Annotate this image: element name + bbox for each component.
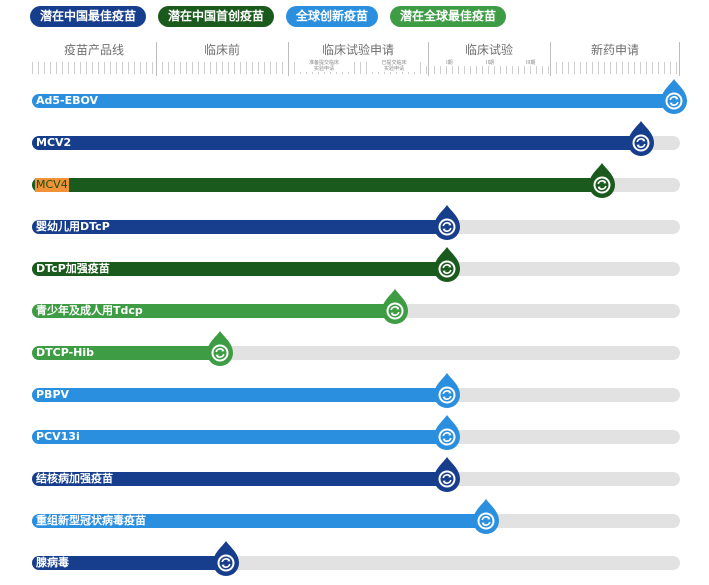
progress-fill <box>32 430 447 444</box>
progress-fill <box>32 556 226 570</box>
stage-substep: III期 <box>505 60 556 66</box>
stage-substep: 已提交临床 实验申请 <box>369 60 419 72</box>
stage-column: 临床试验申请准备提交临床 实验申请 已提交临床 实验申请 <box>288 42 428 76</box>
stage-divider <box>550 42 551 76</box>
stage-title: 临床试验 <box>464 43 513 57</box>
product-name: DTCP-Hib <box>36 346 94 359</box>
progress-fill <box>32 514 486 528</box>
stage-divider <box>288 42 289 76</box>
stage-column: 临床前 <box>156 42 288 76</box>
stage-divider <box>156 42 157 76</box>
progress-fill <box>32 262 447 276</box>
progress-fill <box>32 178 602 192</box>
product-name: PBPV <box>36 388 70 401</box>
pipeline-row: 婴幼儿用DTcP <box>32 205 680 240</box>
product-name: PCV13i <box>36 430 80 443</box>
product-name: MCV4 <box>35 178 69 192</box>
refresh-icon[interactable] <box>432 456 462 494</box>
progress-fill <box>32 346 220 360</box>
product-name: 青少年及成人用Tdcp <box>36 304 143 317</box>
stage-ticks <box>550 62 680 74</box>
refresh-icon[interactable] <box>587 162 617 200</box>
refresh-icon[interactable] <box>211 540 241 578</box>
legend-item: 潜在中国首创疫苗 <box>158 6 275 27</box>
stage-title: 疫苗产品线 <box>63 43 124 57</box>
pipeline-row: MCV2 <box>32 121 680 156</box>
progress-fill <box>32 136 641 150</box>
pipeline-row: MCV4 <box>32 163 680 198</box>
stage-column: 新药申请 <box>550 42 680 76</box>
pipeline-row: 青少年及成人用Tdcp <box>32 289 680 324</box>
refresh-icon[interactable] <box>432 414 462 452</box>
pipeline-row: DTCP-Hib <box>32 331 680 366</box>
pipeline-row: Ad5-EBOV <box>32 79 687 114</box>
stage-divider <box>428 42 429 76</box>
stage-title: 新药申请 <box>590 43 639 57</box>
product-name: 婴幼儿用DTcP <box>36 220 110 233</box>
refresh-icon[interactable] <box>432 372 462 410</box>
progress-fill <box>32 94 680 108</box>
progress-fill <box>32 472 447 486</box>
pipeline-row: 腺病毒 <box>32 541 680 576</box>
progress-fill <box>32 304 395 318</box>
stage-divider <box>679 42 680 76</box>
stage-substep: 准备提交临床 实验申请 <box>299 60 349 72</box>
stage-ticks <box>156 62 288 74</box>
product-name: 结核病加强疫苗 <box>36 472 113 485</box>
pipeline-row: DTcP加强疫苗 <box>32 247 680 282</box>
legend: 潜在中国最佳疫苗潜在中国首创疫苗全球创新疫苗潜在全球最佳疫苗 <box>30 6 507 28</box>
stage-substep: I期 <box>424 60 475 66</box>
refresh-icon[interactable] <box>432 246 462 284</box>
refresh-icon[interactable] <box>380 288 410 326</box>
refresh-icon[interactable] <box>626 120 656 158</box>
legend-item: 全球创新疫苗 <box>286 6 379 27</box>
progress-fill <box>32 220 447 234</box>
product-name: 腺病毒 <box>36 556 69 569</box>
stage-ticks <box>32 62 156 74</box>
stage-substep: II期 <box>465 60 515 66</box>
product-name: 重组新型冠状病毒疫苗 <box>36 514 146 527</box>
pipeline-row: PBPV <box>32 373 680 408</box>
product-name: Ad5-EBOV <box>36 94 99 107</box>
stage-title: 临床前 <box>203 43 240 57</box>
refresh-icon[interactable] <box>205 330 235 368</box>
stage-title: 临床试验申请 <box>321 43 394 57</box>
refresh-icon[interactable] <box>471 498 501 536</box>
refresh-icon[interactable] <box>659 78 689 116</box>
pipeline-row: 结核病加强疫苗 <box>32 457 680 492</box>
legend-item: 潜在全球最佳疫苗 <box>390 6 507 27</box>
refresh-icon[interactable] <box>432 204 462 242</box>
stage-column: 疫苗产品线 <box>32 42 156 76</box>
progress-fill <box>32 388 447 402</box>
legend-item: 潜在中国最佳疫苗 <box>30 6 147 27</box>
product-name: DTcP加强疫苗 <box>36 262 110 275</box>
pipeline-row: PCV13i <box>32 415 680 450</box>
pipeline-row: 重组新型冠状病毒疫苗 <box>32 499 680 534</box>
product-name: MCV2 <box>36 136 72 149</box>
stage-header: 疫苗产品线 临床前 临床试验申请准备提交临床 实验申请 已提交临床 实验申请 临床试验 I… <box>32 42 680 76</box>
